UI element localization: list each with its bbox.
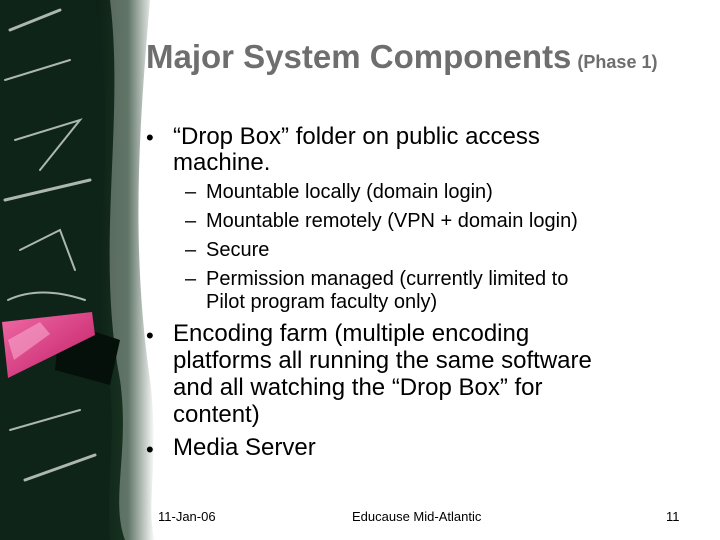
sub-bullet-3: Secure: [206, 239, 270, 261]
bullet-1-line-1: “Drop Box” folder on public access: [173, 123, 540, 150]
title-phase: (Phase 1): [577, 52, 658, 72]
page-number: 11: [666, 509, 680, 524]
bullet-2-line-2: platforms all running the same software: [173, 347, 592, 374]
bullet-3-line-1: Media Server: [173, 434, 316, 461]
sub-bullet-1: Mountable locally (domain login): [206, 181, 493, 203]
title-main: Major System Components: [146, 38, 572, 75]
footer-date: 11-Jan-06: [158, 509, 216, 524]
dash-symbol: –: [185, 268, 197, 290]
bullet-1-line-2: machine.: [173, 149, 271, 176]
slide-title: Major System Components(Phase 1): [146, 38, 657, 76]
bullet-symbol: •: [146, 125, 154, 150]
sub-bullet-4-line-2: Pilot program faculty only): [206, 291, 438, 313]
bullet-symbol: •: [146, 437, 154, 462]
sub-bullet-2: Mountable remotely (VPN + domain login): [206, 210, 578, 232]
bullet-2-line-4: content): [173, 401, 260, 428]
bullet-symbol: •: [146, 323, 154, 348]
dash-symbol: –: [185, 181, 197, 203]
bullet-2-line-3: and all watching the “Drop Box” for: [173, 374, 543, 401]
bullet-2-line-1: Encoding farm (multiple encoding: [173, 320, 530, 347]
dash-symbol: –: [185, 239, 197, 261]
sub-bullet-4-line-1: Permission managed (currently limited to: [206, 268, 569, 290]
dash-symbol: –: [185, 210, 197, 232]
footer-center: Educause Mid-Atlantic: [352, 509, 482, 524]
